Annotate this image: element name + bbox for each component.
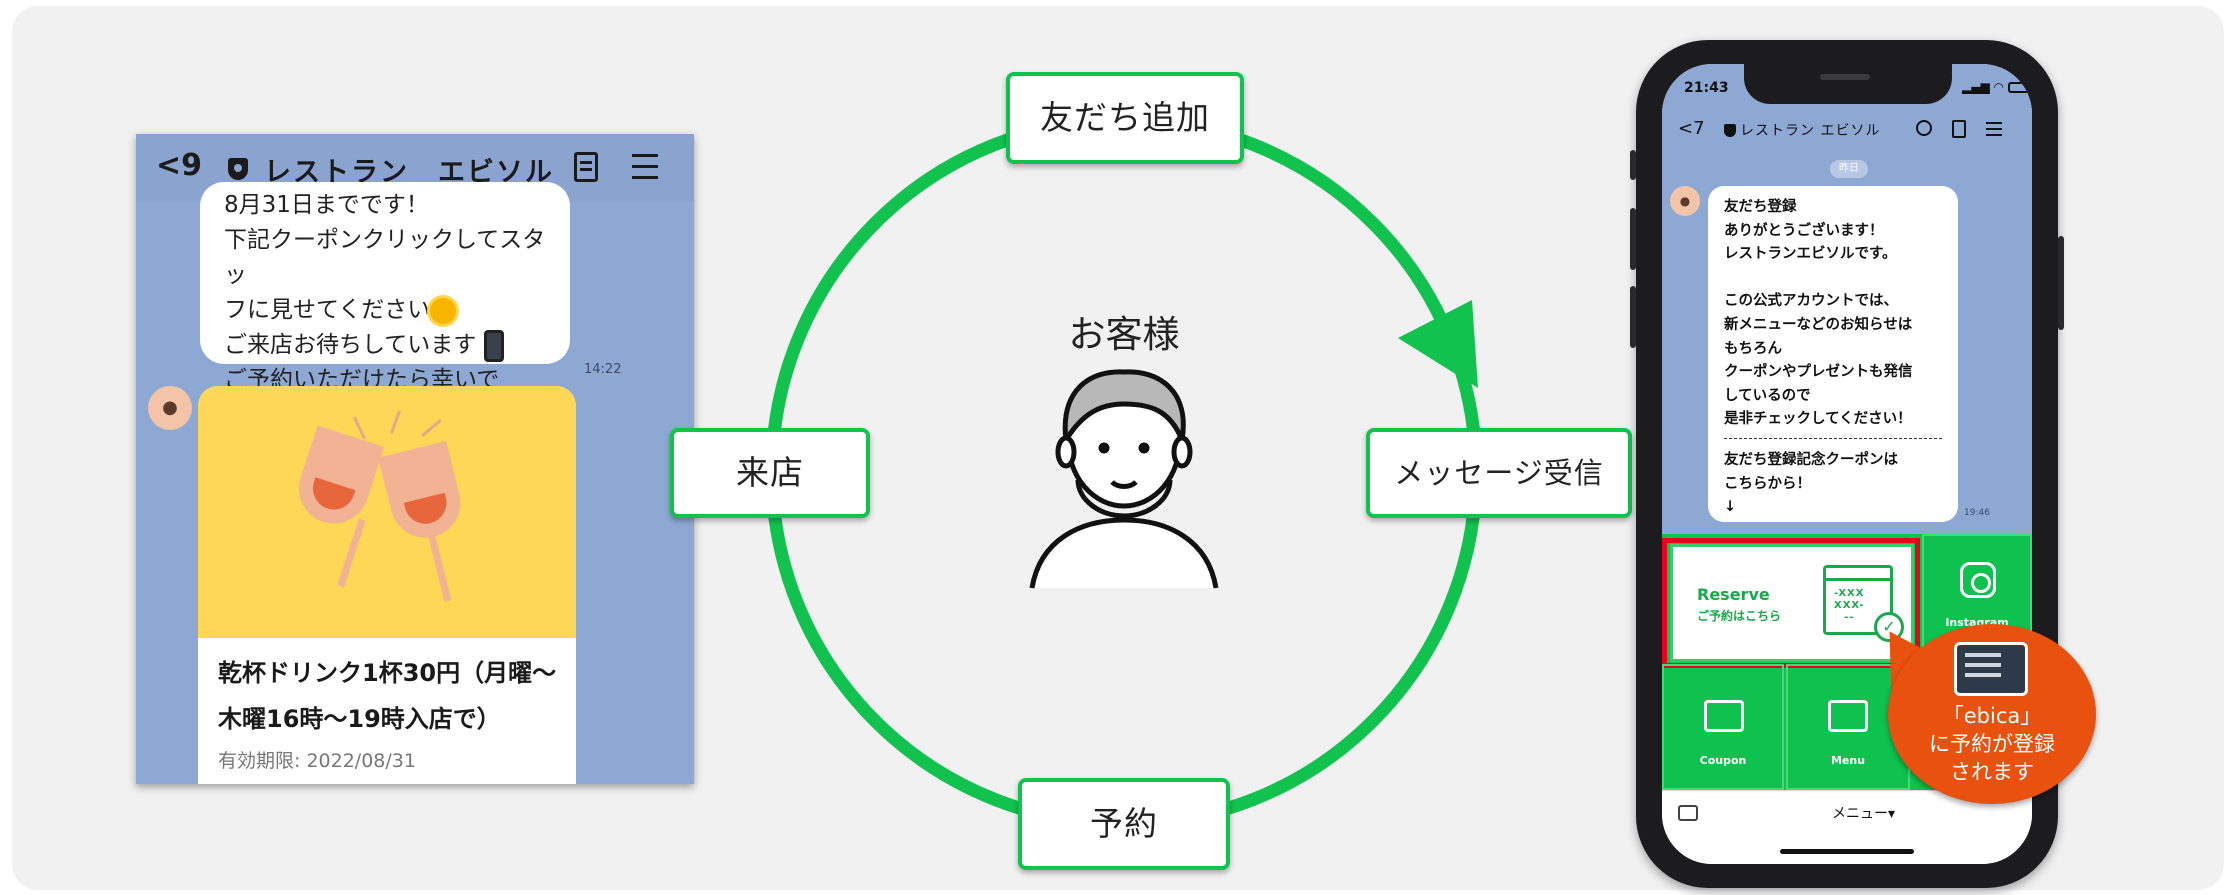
menu-board-icon <box>1828 700 1868 732</box>
reserve-label-en: Reserve <box>1697 585 1770 604</box>
message-line: ありがとうございます！ <box>1724 222 1884 239</box>
battery-icon <box>2007 82 2030 93</box>
message-timestamp: 14:22 <box>584 362 622 377</box>
phone-chat-area: 21:43 ▂▄▆ ◠ <7 レストラン エビソル 昨日 ● 友だち登録 ありが… <box>1662 64 2032 534</box>
cycle-arrow-head <box>1398 300 1478 388</box>
message-line: 友だち登録 <box>1724 199 1797 215</box>
menu-toggle[interactable]: メニュー▾ <box>1832 806 1896 822</box>
coupon-tile[interactable]: Coupon <box>1662 664 1784 790</box>
callout-text: 「ebica」 に予約が登録 されます <box>1888 702 2096 786</box>
keyboard-icon[interactable] <box>1678 805 1698 821</box>
check-icon: ✓ <box>1874 612 1904 642</box>
avatar: ● <box>1670 186 1700 216</box>
message-line: こちらから！ <box>1724 475 1811 492</box>
mobile-phone-emoji-icon <box>483 329 504 362</box>
message-line: 新メニューなどのお知らせは <box>1724 316 1913 333</box>
search-icon[interactable] <box>1916 120 1932 136</box>
message-line: もちろん <box>1724 340 1782 357</box>
ticket-icon <box>1704 700 1744 732</box>
toast-glasses-illustration <box>198 386 576 638</box>
note-icon[interactable] <box>1952 120 1966 138</box>
avatar: ● <box>148 386 192 430</box>
callout-line: 「ebica」 <box>1942 704 2042 728</box>
left-chat-screenshot: <9 レストラン エビソル 8月31日までです！ 下記クーポンクリックしてスタッ… <box>136 134 694 784</box>
reserve-label-jp: ご予約はこちら <box>1697 609 1782 623</box>
coupon-card[interactable]: 乾杯ドリンク1杯30円（月曜〜木曜16時〜19時入店で） 有効期限: 2022/… <box>198 386 576 784</box>
message-line: クーポンやプレゼントも発信 <box>1724 364 1913 381</box>
coupon-expiry: 有効期限: 2022/08/31 <box>218 750 416 772</box>
message-line: 是非チェックしてください！ <box>1724 411 1912 428</box>
home-indicator <box>1780 849 1914 854</box>
sun-emoji-icon <box>430 297 457 324</box>
shield-icon <box>228 158 248 180</box>
date-chip: 昨日 <box>1830 160 1868 178</box>
tablet-icon <box>1954 642 2028 696</box>
hamburger-menu-icon[interactable] <box>632 154 658 180</box>
divider <box>1724 437 1942 439</box>
customer-illustration <box>1029 369 1219 589</box>
left-chat-message-bubble: 8月31日までです！ 下記クーポンクリックしてスタッ フに見せてください ご来店… <box>200 182 570 428</box>
menu-label: Menu <box>1830 754 1866 767</box>
coupon-label: Coupon <box>1699 754 1747 767</box>
customer-label: お客様 <box>1068 313 1180 356</box>
phone-back-button[interactable]: <7 <box>1678 118 1705 139</box>
coupon-title: 乾杯ドリンク1杯30円（月曜〜木曜16時〜19時入店で） <box>218 659 557 733</box>
status-bar-icons: ▂▄▆ ◠ <box>1962 80 2030 94</box>
message-line: 友だち登録記念クーポンは <box>1724 451 1898 468</box>
message-timestamp: 19:46 <box>1964 508 1990 518</box>
hamburger-menu-icon[interactable] <box>1986 122 2002 140</box>
shield-icon <box>1724 124 1736 137</box>
phone-bottom-bar: メニュー▾ <box>1662 790 2032 864</box>
note-icon[interactable] <box>574 152 598 182</box>
message-line: 下記クーポンクリックしてスタッ <box>224 227 546 288</box>
callout-line: されます <box>1950 760 2034 784</box>
message-line: ↓ <box>1724 499 1737 516</box>
phone-chat-title: レストラン エビソル <box>1740 123 1881 139</box>
cycle-node-visit: 来店 <box>670 428 870 518</box>
message-line: この公式アカウントでは、 <box>1724 293 1898 310</box>
message-line: レストランエビソルです。 <box>1724 246 1897 263</box>
cycle-node-message-received: メッセージ受信 <box>1366 428 1632 518</box>
back-button[interactable]: <9 <box>156 148 203 183</box>
message-line: フに見せてください <box>224 297 431 323</box>
message-line <box>1724 267 1942 291</box>
status-bar-time: 21:43 <box>1684 80 1729 96</box>
phone-notch <box>1744 64 1952 104</box>
instagram-icon <box>1960 562 1996 598</box>
callout-line: に予約が登録 <box>1929 732 2055 756</box>
message-line: ご来店お待ちしています <box>224 332 477 358</box>
ebica-callout: 「ebica」 に予約が登録 されます <box>1858 618 2096 804</box>
phone-message-bubble: 友だち登録 ありがとうございます！ レストランエビソルです。 この公式アカウント… <box>1708 186 1958 522</box>
message-line: しているので <box>1724 387 1811 404</box>
cycle-node-add-friend: 友だち追加 <box>1006 72 1244 164</box>
cycle-node-reservation: 予約 <box>1018 778 1230 870</box>
message-line: 8月31日までです！ <box>224 192 429 218</box>
